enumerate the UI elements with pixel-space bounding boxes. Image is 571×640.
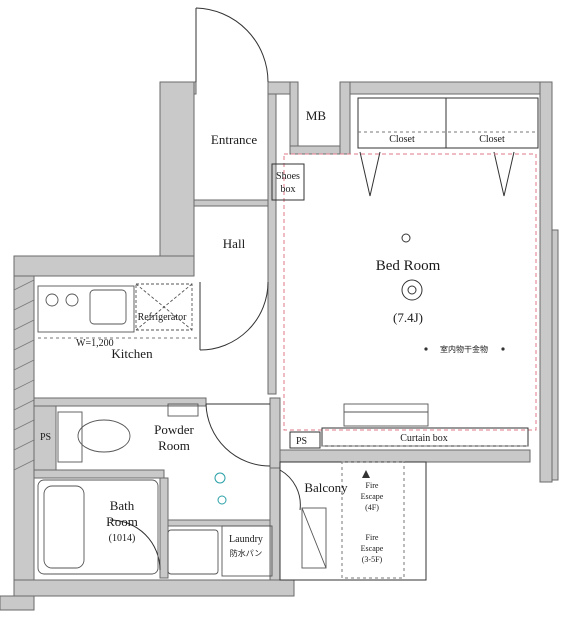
stove-burner-2 [65, 293, 79, 307]
wall-left-hatch [13, 279, 35, 471]
wall-powder-right [269, 397, 281, 469]
stove-burner-1 [45, 293, 59, 307]
wall-mb-right [339, 81, 351, 155]
ceiling-outlet-icon [401, 233, 411, 243]
mb-label: MB [306, 108, 327, 123]
wall-upper-left [13, 255, 195, 277]
balcony-inner [341, 461, 405, 579]
kitchen-label: Kitchen [111, 346, 153, 361]
wall-bottom-left [0, 595, 35, 611]
closet-label-left: Closet [389, 134, 415, 145]
indoor-drying-dot-right [501, 347, 505, 351]
bedroom-size: (7.4J) [393, 310, 423, 325]
wall-kitchen-powder [33, 397, 207, 407]
closet-door-left-marker [359, 151, 381, 197]
toilet-tank [57, 411, 83, 463]
fire-escape-triangle-icon [362, 470, 370, 478]
kitchen-counter [37, 285, 135, 333]
laundry-label-1: Laundry [229, 534, 263, 545]
fire-escape-1-label-3: (4F) [365, 503, 379, 512]
refrigerator-space [135, 283, 193, 331]
bedroom-dashed-area [283, 153, 537, 431]
bedroom-label: Bed Room [376, 258, 441, 274]
indoor-drying-dot-left [424, 347, 428, 351]
shoes-box-label-2: box [281, 184, 296, 195]
bath-room-label-1: Bath [110, 498, 135, 513]
wall-right-stub [551, 229, 559, 481]
shoes-box-label-1: Shoes [276, 171, 300, 182]
outdoor-unit-diag [301, 507, 327, 569]
fire-escape-1-label-2: Escape [361, 492, 384, 501]
bath-room-label-2: Room [106, 514, 138, 529]
closet-label-right: Closet [479, 134, 505, 145]
wall-bath-right [159, 477, 169, 579]
bedroom-light-center-icon [407, 285, 417, 295]
wall-mid-right [269, 467, 281, 581]
bathtub-inner [43, 485, 85, 569]
powder-door [205, 403, 271, 467]
closet-frame [357, 97, 539, 149]
bath-room-size: (1014) [109, 533, 136, 544]
kitchen-sink [89, 289, 127, 325]
refrigerator-diag-2 [135, 283, 193, 331]
outdoor-unit [301, 507, 327, 569]
washstand [167, 529, 219, 575]
ps-left-label: PS [40, 432, 51, 443]
wall-hall-right [267, 93, 277, 395]
hall-door [199, 281, 269, 351]
balcony-label: Balcony [304, 480, 348, 495]
curtain-box-label: Curtain box [400, 433, 448, 444]
fire-escape-1-label-1: Fire [366, 481, 379, 490]
ps-right-label: PS [296, 436, 307, 447]
balcony-door [279, 469, 301, 511]
indoor-drying-label: 室内物干金物 [440, 344, 488, 354]
laundry-label-2: 防水パン [230, 548, 262, 558]
wall-top-right [339, 81, 553, 95]
bathtub [37, 479, 159, 575]
wall-bath-top [33, 469, 165, 479]
wall-balcony-bottom [279, 449, 531, 463]
washbasin [167, 403, 199, 417]
powder-vent-icon [214, 472, 226, 484]
wall-corridor-left [159, 81, 195, 273]
wall-top-mid [267, 81, 291, 95]
wall-left [13, 275, 35, 607]
kitchen-width-label: W=1,200 [76, 338, 114, 349]
powder-room-label-1: Powder [154, 422, 194, 437]
wall-laundry-top [167, 519, 281, 527]
wall-ps-left [33, 405, 57, 471]
bedroom-light-icon [401, 279, 423, 301]
refrigerator-label: Refrigerator [138, 312, 188, 323]
bath-door [109, 519, 161, 571]
balcony-outline [279, 461, 427, 581]
shoes-box-frame [271, 163, 305, 201]
powder-vent-icon-2 [217, 495, 227, 505]
laundry-pan [221, 525, 273, 577]
hall-label: Hall [223, 236, 246, 251]
entrance-door [195, 7, 269, 83]
wall-right [539, 81, 553, 483]
closet-door-right-marker [493, 151, 515, 197]
powder-room-label-2: Room [158, 438, 190, 453]
entrance-label: Entrance [211, 132, 257, 147]
ps-right-box [289, 431, 321, 449]
fire-escape-2-label-1: Fire [366, 533, 379, 542]
wall-entrance-hall [193, 199, 275, 207]
air-conditioner [343, 403, 429, 427]
toilet-bowl [77, 419, 131, 453]
wall-mb-left [289, 81, 299, 155]
wall-bottom [13, 579, 295, 597]
fire-escape-2-label-2: Escape [361, 544, 384, 553]
fire-escape-2-label-3: (3-5F) [362, 555, 383, 564]
